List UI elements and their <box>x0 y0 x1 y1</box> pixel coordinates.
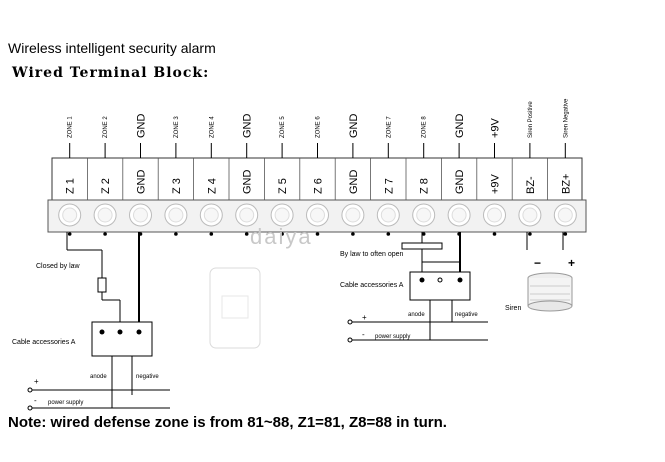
terminal-top-label: ZONE 5 <box>280 116 286 138</box>
terminal-code-label: GND <box>136 170 148 195</box>
terminal-label-strip <box>51 157 583 201</box>
terminal-code-label: Z 8 <box>419 178 431 194</box>
terminal-top-label: ZONE 8 <box>422 116 428 138</box>
terminal-top-label: +9V <box>490 117 502 138</box>
watermark: daiya <box>250 224 313 249</box>
section-title: Wired Terminal Block: <box>12 65 210 81</box>
terminal-code-label: Z 7 <box>383 178 395 194</box>
power-supply-label: power supply <box>48 400 83 406</box>
terminal-code-label: BZ- <box>525 176 537 194</box>
terminal-code-label: +9V <box>490 173 502 194</box>
resistor-right <box>401 242 443 250</box>
siren-minus-label: − <box>534 256 541 270</box>
page-title: Wireless intelligent security alarm <box>8 40 216 56</box>
footer-note: Note: wired defense zone is from 81~88, … <box>8 414 447 431</box>
terminal-top-label: ZONE 3 <box>174 116 180 138</box>
terminal-code-label: Z 4 <box>206 178 218 194</box>
closed-by-law-label: Closed by law <box>36 263 81 270</box>
terminal-top-label: ZONE 1 <box>68 116 74 138</box>
anode-label: anode <box>90 374 107 380</box>
siren-plus-label: + <box>568 256 575 270</box>
negative-label: negative <box>136 374 159 380</box>
terminal-code-label: Z 5 <box>277 178 289 194</box>
plus-label: + <box>34 377 39 386</box>
terminal-code-label: Z 2 <box>100 178 112 194</box>
terminal-top-label: GND <box>454 114 466 139</box>
terminal-code-label: GND <box>348 170 360 195</box>
terminal-top-label: ZONE 6 <box>316 116 322 138</box>
terminal-top-label: ZONE 4 <box>209 116 215 138</box>
plus-label-right: + <box>362 313 367 322</box>
siren-name-label: Siren <box>505 305 521 312</box>
power-supply-label-right: power supply <box>375 334 410 340</box>
minus-label-right: - <box>362 330 365 339</box>
cable-accessory-box-left <box>91 321 153 357</box>
terminal-top-label: GND <box>242 114 254 139</box>
minus-label: - <box>34 396 37 405</box>
siren: − + Siren <box>505 232 575 312</box>
terminal-code-label: GND <box>242 170 254 195</box>
terminal-code-label: Z 6 <box>313 178 325 194</box>
terminal-top-label: Siren Negative <box>563 98 569 138</box>
resistor <box>97 277 107 293</box>
terminal-top-label: Siren Positive <box>528 101 534 138</box>
left-wiring: Closed by law Cable accessories A anode … <box>12 232 170 411</box>
terminal-code-label: Z 3 <box>171 178 183 194</box>
right-wiring: By law to often open Cable accessories A… <box>340 232 488 343</box>
terminal-code-label: Z 1 <box>65 178 77 194</box>
terminal-code-label: BZ+ <box>560 174 572 194</box>
cable-accessories-label: Cable accessories A <box>12 339 76 346</box>
terminal-top-label: GND <box>136 114 148 139</box>
terminal-code-label: GND <box>454 170 466 195</box>
anode-label-right: anode <box>408 312 425 318</box>
detector-silhouette <box>209 267 261 349</box>
cable-accessory-box-right <box>409 271 471 301</box>
terminal-top-label: GND <box>348 114 360 139</box>
terminal-top-label: ZONE 7 <box>386 116 392 138</box>
negative-label-right: negative <box>455 312 478 318</box>
cable-accessories-label-right: Cable accessories A <box>340 282 404 289</box>
often-open-label: By law to often open <box>340 251 404 258</box>
terminal-top-label: ZONE 2 <box>103 116 109 138</box>
